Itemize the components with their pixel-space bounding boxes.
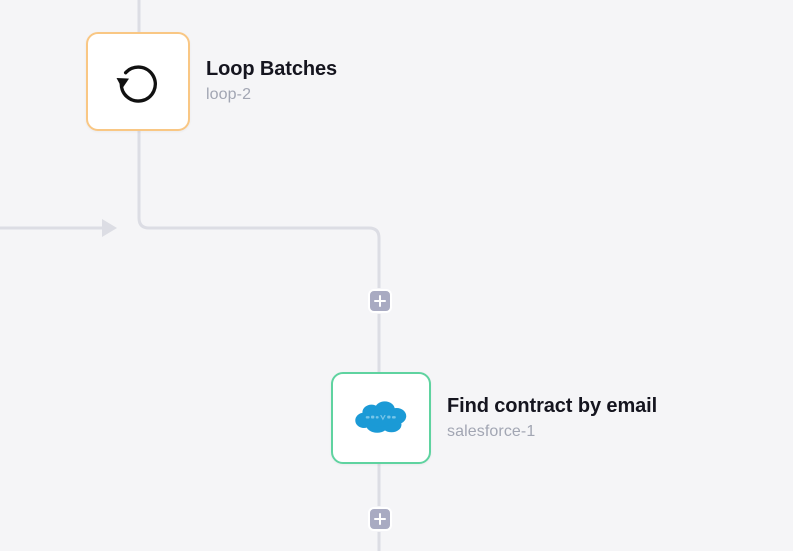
- salesforce-cloud-icon: [355, 401, 407, 433]
- edge-incoming-arrowhead: [102, 219, 117, 237]
- edge-loop-down-right: [137, 129, 381, 302]
- node-find-contract-by-email[interactable]: Find contract by email salesforce-1: [331, 372, 657, 464]
- node-salesforce-label: Find contract by email salesforce-1: [447, 394, 657, 443]
- node-loop-batches[interactable]: Loop Batches loop-2: [86, 32, 337, 131]
- loop-refresh-icon: [116, 64, 157, 103]
- node-salesforce-title: Find contract by email: [447, 394, 658, 417]
- add-step-button-1[interactable]: [368, 289, 392, 313]
- add-step-button-2[interactable]: [368, 507, 392, 531]
- node-loop-icon-box[interactable]: [86, 32, 190, 131]
- node-salesforce-subtitle: salesforce-1: [447, 422, 536, 440]
- node-loop-title: Loop Batches: [206, 58, 338, 81]
- plus-icon-vertical-bar: [378, 295, 382, 307]
- node-loop-label: Loop Batches loop-2: [206, 57, 337, 106]
- plus-icon-vertical-bar: [378, 513, 382, 525]
- node-loop-subtitle: loop-2: [206, 86, 252, 104]
- node-salesforce-icon-box[interactable]: [331, 372, 431, 464]
